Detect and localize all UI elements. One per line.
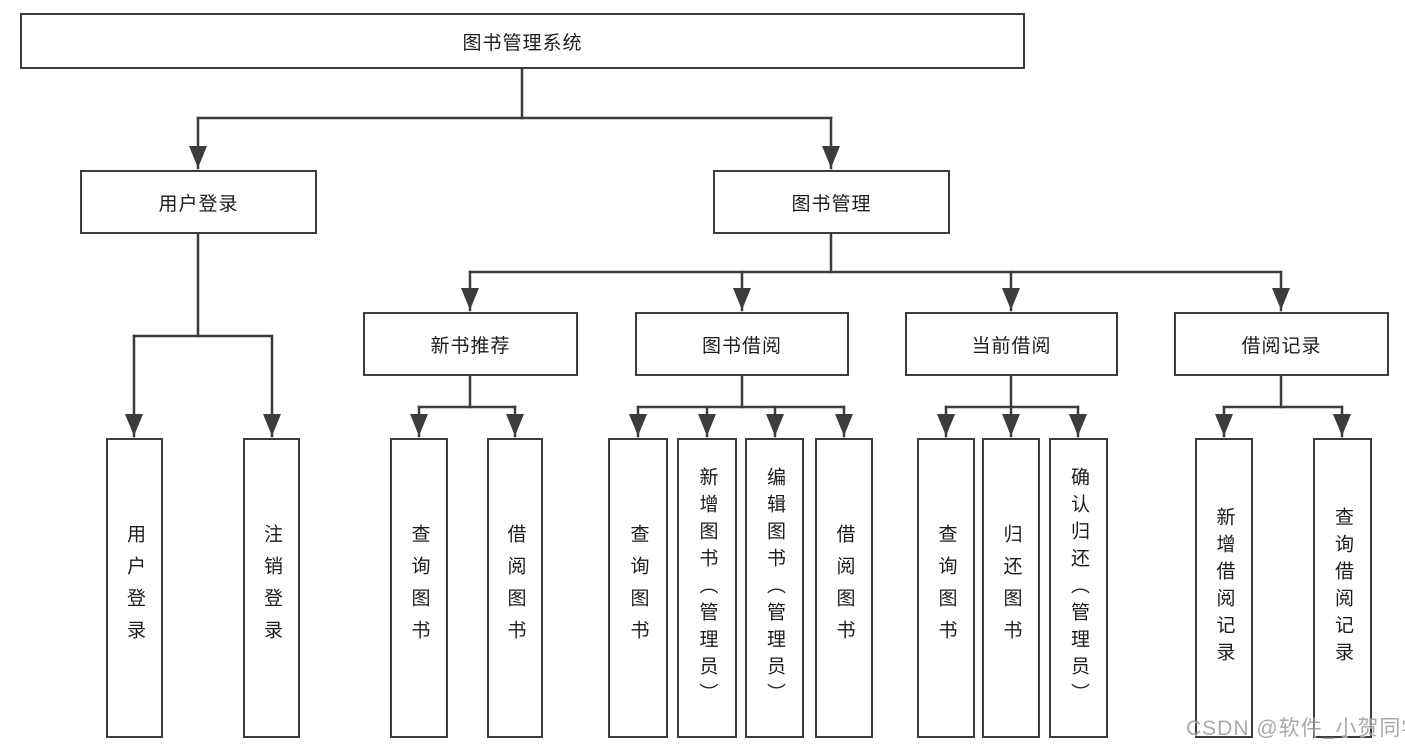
node-book-borrow: 图书借阅 (635, 312, 849, 376)
leaf-edit-book-admin: 编辑图书（管理员） (745, 438, 804, 738)
node-label: 借阅记录 (1241, 335, 1322, 357)
leaf-label: 查询图书 (627, 524, 649, 652)
leaf-query-book-current: 查询图书 (917, 438, 975, 738)
leaf-label: 新增图书（管理员） (696, 466, 718, 710)
leaf-label: 归还图书 (1000, 524, 1022, 652)
leaf-query-book-borrow: 查询图书 (608, 438, 668, 738)
node-new-book-recommend: 新书推荐 (363, 312, 578, 376)
leaf-user-login: 用户登录 (106, 438, 163, 738)
leaf-return-book: 归还图书 (982, 438, 1040, 738)
node-label: 图书借阅 (701, 335, 782, 357)
node-label: 图书管理系统 (462, 32, 583, 54)
node-label: 用户登录 (158, 193, 239, 215)
leaf-label: 新增借阅记录 (1213, 507, 1235, 669)
node-borrow-record: 借阅记录 (1174, 312, 1389, 376)
leaf-label: 查询借阅记录 (1332, 507, 1353, 669)
leaf-label: 查询图书 (408, 524, 430, 652)
node-user-login: 用户登录 (80, 170, 317, 234)
node-label: 当前借阅 (971, 335, 1052, 357)
leaf-confirm-return-admin: 确认归还（管理员） (1049, 438, 1108, 738)
leaf-logout: 注销登录 (243, 438, 300, 738)
node-book-management: 图书管理 (713, 170, 950, 234)
leaf-label: 编辑图书（管理员） (764, 466, 785, 710)
leaf-add-book-admin: 新增图书（管理员） (677, 438, 737, 738)
leaf-add-borrow-record: 新增借阅记录 (1195, 438, 1253, 738)
leaf-label: 注销登录 (261, 524, 282, 652)
node-label: 图书管理 (791, 193, 872, 215)
leaf-query-borrow-record: 查询借阅记录 (1313, 438, 1372, 738)
leaf-borrow-book-newbook: 借阅图书 (487, 438, 543, 738)
leaf-borrow-book: 借阅图书 (815, 438, 873, 738)
node-root: 图书管理系统 (20, 13, 1025, 69)
leaf-label: 用户登录 (124, 524, 145, 652)
node-current-borrow: 当前借阅 (905, 312, 1118, 376)
leaf-label: 确认归还（管理员） (1068, 466, 1089, 710)
node-label: 新书推荐 (430, 335, 511, 357)
leaf-label: 借阅图书 (504, 524, 526, 652)
leaf-label: 借阅图书 (833, 524, 855, 652)
leaf-query-book-newbook: 查询图书 (390, 438, 448, 738)
csdn-watermark: CSDN @软件_小贺同学 (1186, 717, 1405, 740)
leaf-label: 查询图书 (935, 524, 957, 652)
